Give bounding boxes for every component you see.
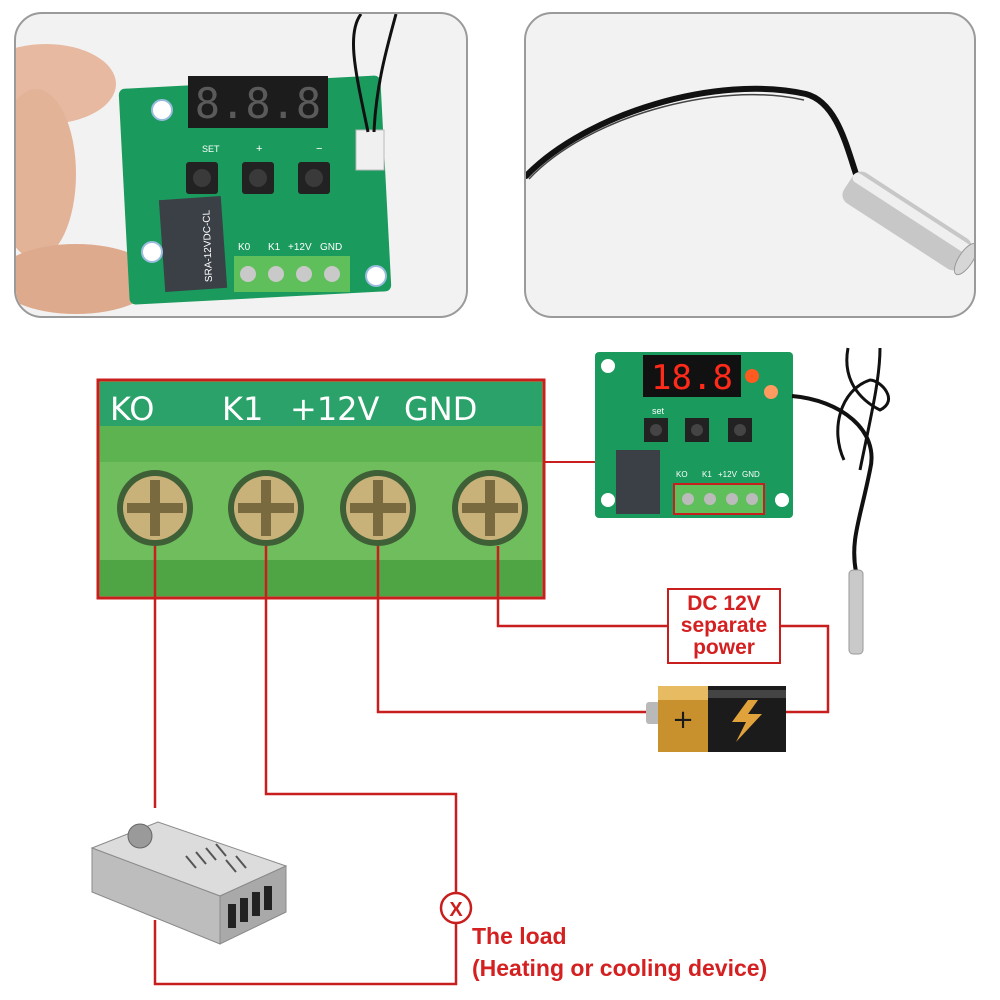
finger: [16, 244, 156, 314]
mini-led-display: [643, 355, 741, 397]
terminal-block-zoom: [96, 378, 546, 600]
terminal-label-12v: +12V: [290, 390, 380, 428]
temperature-probe-icon: [526, 85, 974, 276]
mini-terminal-gnd: GND: [742, 470, 760, 479]
load-label-line1: The load: [472, 923, 567, 949]
mini-terminal-k1: K1: [702, 470, 712, 479]
terminal-k0: K0: [238, 242, 251, 253]
temperature-probe-icon: [791, 347, 890, 655]
mini-board: 18.8 set KO K1 +12V GND: [595, 352, 793, 518]
screw-k1: [228, 470, 304, 546]
minus-label: −: [316, 143, 322, 155]
load-label: The load (Heating or cooling device): [472, 920, 767, 984]
svg-text:+: +: [672, 705, 694, 735]
terminal-k1: K1: [268, 242, 281, 253]
display-digits: 8.8.8: [195, 79, 321, 128]
load-symbol: [439, 891, 473, 925]
power-supply-icon: [90, 821, 288, 945]
terminal-label-ko: KO: [110, 390, 154, 428]
power-label-line2: separate: [680, 614, 768, 637]
lightning-bolt-icon: [732, 700, 762, 742]
power-label-line3: power: [693, 636, 755, 659]
plus-label: +: [256, 143, 262, 155]
thumb: [16, 89, 76, 259]
terminal-label-k1: K1: [222, 390, 263, 428]
set-label: SET: [202, 144, 220, 154]
led-display: [188, 76, 328, 128]
mini-set-label: set: [652, 406, 665, 416]
terminal-12v: +12V: [288, 242, 312, 253]
power-label-line1: DC 12V: [687, 592, 761, 615]
load-label-line2: (Heating or cooling device): [472, 955, 768, 981]
screw-gnd: [452, 470, 528, 546]
probe-connector: [355, 129, 385, 171]
probe-tip: [842, 171, 972, 271]
board-photo-panel: 8.8.8 SET + − SRA-12VDC-CL K0 K1 +12V GN…: [14, 12, 468, 318]
relay: [158, 195, 228, 293]
screw-12v: [340, 470, 416, 546]
mini-terminal-ko: KO: [676, 470, 688, 479]
relay-text: SRA-12VDC-CL: [201, 209, 215, 282]
power-label-box: DC 12V separate power: [667, 588, 781, 664]
screw-ko: [117, 470, 193, 546]
battery-icon: +: [646, 686, 786, 752]
terminal-label-gnd: GND: [404, 390, 477, 428]
mini-terminal-12v: +12V: [718, 470, 738, 479]
terminal-gnd: GND: [320, 242, 342, 253]
pcb-strip: [100, 382, 542, 426]
mini-display-digits: 18.8: [651, 358, 733, 398]
load-symbol-x: X: [449, 899, 463, 921]
board-photo: 8.8.8 SET + − SRA-12VDC-CL K0 K1 +12V GN…: [16, 14, 398, 314]
probe-photo-panel: [524, 12, 976, 318]
